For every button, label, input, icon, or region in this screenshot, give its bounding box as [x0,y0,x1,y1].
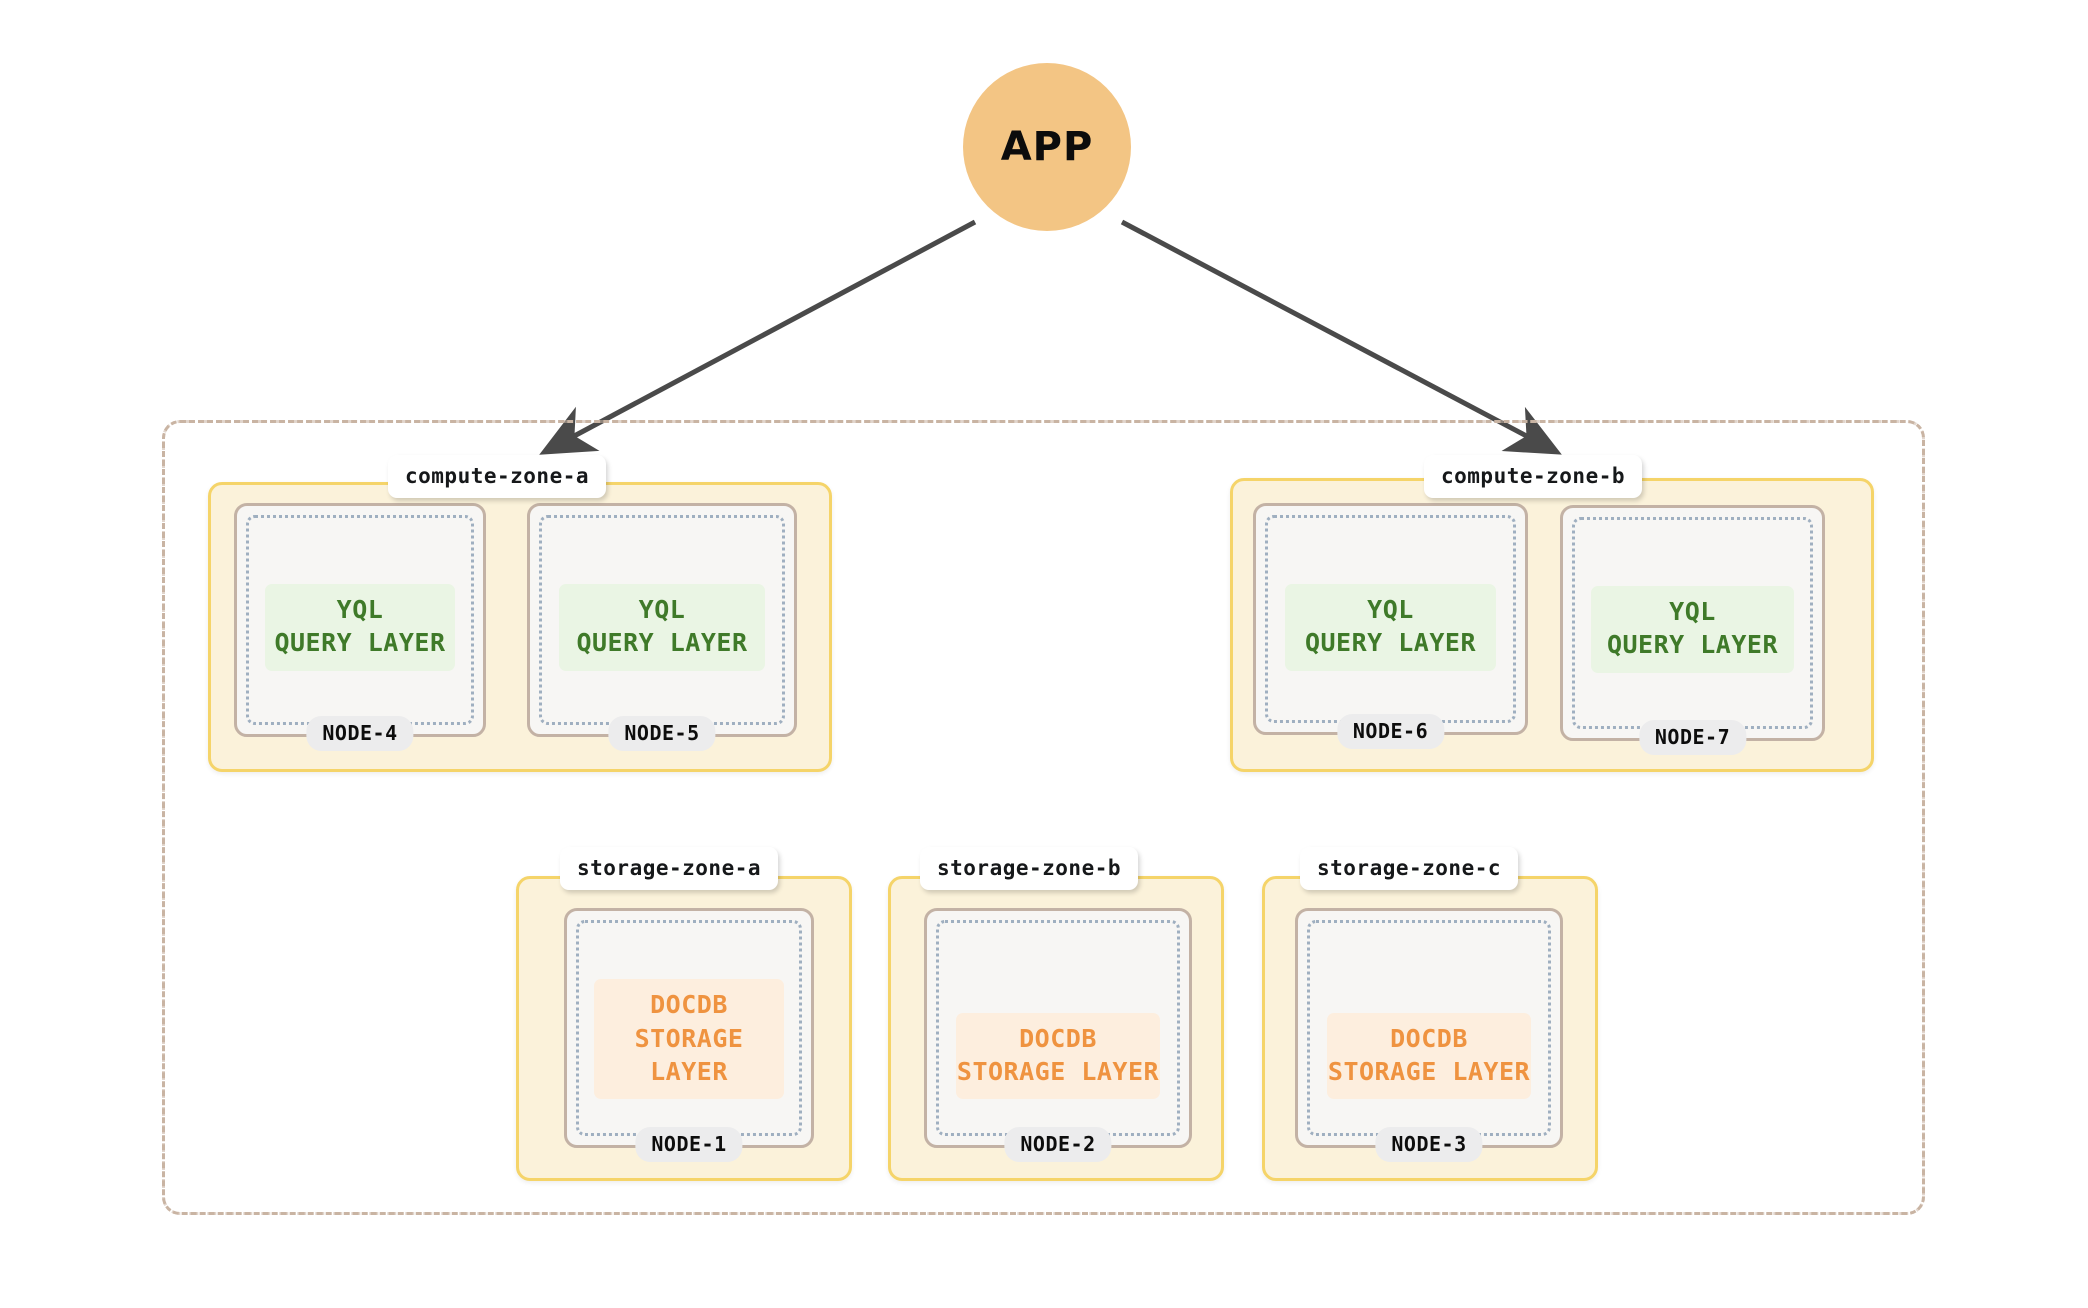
layer-badge-docdb-node-3: DOCDB STORAGE LAYER [1326,1012,1532,1099]
layer-line-1: DOCDB [650,990,728,1020]
node-pill-node-2: NODE-2 [1004,1127,1112,1162]
layer-line-2: STORAGE LAYER [1327,1056,1531,1086]
zone-label-storage-zone-b: storage-zone-b [920,847,1139,890]
node-inner-node-2: DOCDB STORAGE LAYER [936,920,1180,1136]
node-inner-node-6: YQL QUERY LAYER [1265,515,1516,723]
layer-line-1: YQL [638,595,686,624]
layer-line-2: QUERY LAYER [576,628,748,658]
layer-badge-docdb-node-2: DOCDB STORAGE LAYER [955,1012,1161,1099]
node-pill-node-5: NODE-5 [608,716,716,751]
node-node-1[interactable]: DOCDB STORAGE LAYER NODE-1 [564,908,814,1162]
zone-label-compute-zone-a: compute-zone-a [388,455,607,498]
layer-line-2: QUERY LAYER [1606,630,1779,660]
node-inner-node-5: YQL QUERY LAYER [539,515,785,725]
node-node-4[interactable]: YQL QUERY LAYER NODE-4 [234,503,486,751]
layer-line-1: DOCDB [1390,1023,1468,1053]
app-label: APP [1000,124,1094,170]
node-node-5[interactable]: YQL QUERY LAYER NODE-5 [527,503,797,751]
node-pill-node-6: NODE-6 [1336,714,1445,749]
cluster-boundary [162,420,1925,1215]
node-node-2[interactable]: DOCDB STORAGE LAYER NODE-2 [924,908,1192,1162]
layer-line-2: QUERY LAYER [274,628,446,658]
zone-label-storage-zone-c: storage-zone-c [1300,847,1519,890]
node-node-7[interactable]: YQL QUERY LAYER NODE-7 [1560,505,1825,755]
node-inner-node-7: YQL QUERY LAYER [1572,517,1813,729]
node-inner-node-4: YQL QUERY LAYER [246,515,474,725]
zone-label-storage-zone-a: storage-zone-a [560,847,779,890]
node-pill-node-4: NODE-4 [306,716,414,751]
layer-line-2: QUERY LAYER [1304,628,1477,658]
node-pill-node-1: NODE-1 [635,1127,743,1162]
node-node-3[interactable]: DOCDB STORAGE LAYER NODE-3 [1295,908,1563,1162]
zone-label-compute-zone-b: compute-zone-b [1424,455,1643,498]
arrow-app-to-compute-zone-a [539,219,977,455]
layer-line-1: YQL [1669,597,1716,626]
node-pill-node-3: NODE-3 [1375,1127,1483,1162]
layer-line-1: DOCDB [1019,1023,1097,1053]
layer-line-1: YQL [1367,595,1414,624]
layer-badge-yql-node-5: YQL QUERY LAYER [558,584,766,671]
arrow-app-to-compute-zone-b [1120,219,1562,455]
layer-badge-yql-node-6: YQL QUERY LAYER [1285,584,1496,671]
layer-line-2: STORAGE LAYER [634,1023,744,1086]
node-pill-node-7: NODE-7 [1638,720,1747,755]
app-node[interactable]: APP [963,63,1131,231]
node-inner-node-3: DOCDB STORAGE LAYER [1307,920,1551,1136]
node-node-6[interactable]: YQL QUERY LAYER NODE-6 [1253,503,1528,749]
node-inner-node-1: DOCDB STORAGE LAYER [576,920,802,1136]
layer-badge-yql-node-7: YQL QUERY LAYER [1591,586,1794,673]
layer-badge-yql-node-4: YQL QUERY LAYER [264,584,456,671]
layer-badge-docdb-node-1: DOCDB STORAGE LAYER [594,979,784,1099]
layer-line-1: YQL [336,595,384,624]
layer-line-2: STORAGE LAYER [956,1056,1160,1086]
